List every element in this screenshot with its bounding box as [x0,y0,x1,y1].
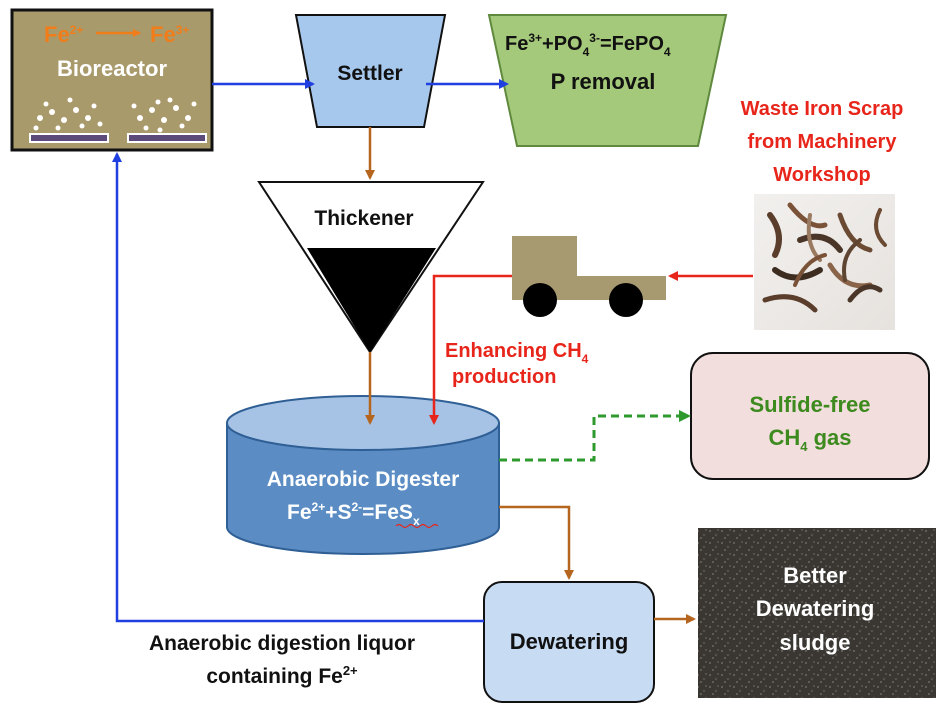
digester-top [226,395,500,451]
sludge-output: Better Dewatering sludge [698,528,936,698]
bioreactor: Fe2+ Fe3+ Bioreactor [10,8,214,152]
iron-scrap-line2: from Machinery [748,131,898,153]
truck-icon [512,236,666,317]
iron-scrap-line3: Workshop [773,164,870,186]
p-removal: Fe3++PO43-=FePO4 P removal [487,14,728,147]
p-removal-label: P removal [551,69,656,94]
iron-scrap-line1: Waste Iron Scrap [741,98,904,120]
settler: Settler [294,14,447,128]
iron-scrap-photo [754,194,895,330]
thickener-sludge [307,248,436,352]
truck-wheel-rear [609,283,643,317]
sludge-line1: Better [783,563,847,588]
dewatering-box [483,581,655,703]
settler-shape [294,14,447,128]
thickener: Thickener [257,181,485,354]
arrow-digester-to-dewatering [499,505,574,580]
settler-label: Settler [337,62,402,85]
gas-line2: CH4 gas [768,425,851,454]
arrow-digester-to-gas [499,410,691,462]
iron-scrap-source: Waste Iron Scrap from Machinery Workshop [741,98,904,330]
dewatering-label: Dewatering [510,629,629,654]
diffuser-right [127,133,207,143]
liquor-label: Anaerobic digestion liquor containing Fe… [149,632,415,688]
truck-wheel-front [523,283,557,317]
liquor-line2: containing Fe2+ [206,663,358,688]
sludge-line3: sludge [780,630,851,655]
arrow-liquor-return-to-bioreactor [112,152,484,623]
ch4-gas-output: Sulfide-free CH4 gas [690,352,930,480]
diffuser-left [29,133,109,143]
enhancing-ch4-label: Enhancing CH4 production [445,340,589,388]
digester-equation: Fe2++S2-=FeSx [287,500,420,528]
sludge-line2: Dewatering [756,596,875,621]
bioreactor-title: Bioreactor [57,56,167,81]
gas-line1: Sulfide-free [749,392,870,417]
enhancing-line2: production [452,366,556,388]
p-removal-equation: Fe3++PO43-=FePO4 [505,31,671,59]
bioreactor-fe2: Fe2+ [44,22,83,47]
digester-body [226,423,500,555]
sludge-photo [698,528,936,698]
spellcheck-underline [395,523,439,529]
anaerobic-digester: Anaerobic Digester Fe2++S2-=FeSx [226,395,500,555]
dewatering: Dewatering [483,581,655,703]
digester-title: Anaerobic Digester [267,468,460,491]
thickener-label: Thickener [314,207,413,230]
p-removal-shape [487,14,728,147]
bioreactor-fe3: Fe3+ [150,22,189,47]
enhancing-line1: Enhancing CH4 [445,340,589,366]
ch4-gas-box [690,352,930,480]
aeration-bubbles [33,97,197,133]
liquor-line1: Anaerobic digestion liquor [149,632,415,655]
arrow-truck-to-digester [429,274,512,425]
